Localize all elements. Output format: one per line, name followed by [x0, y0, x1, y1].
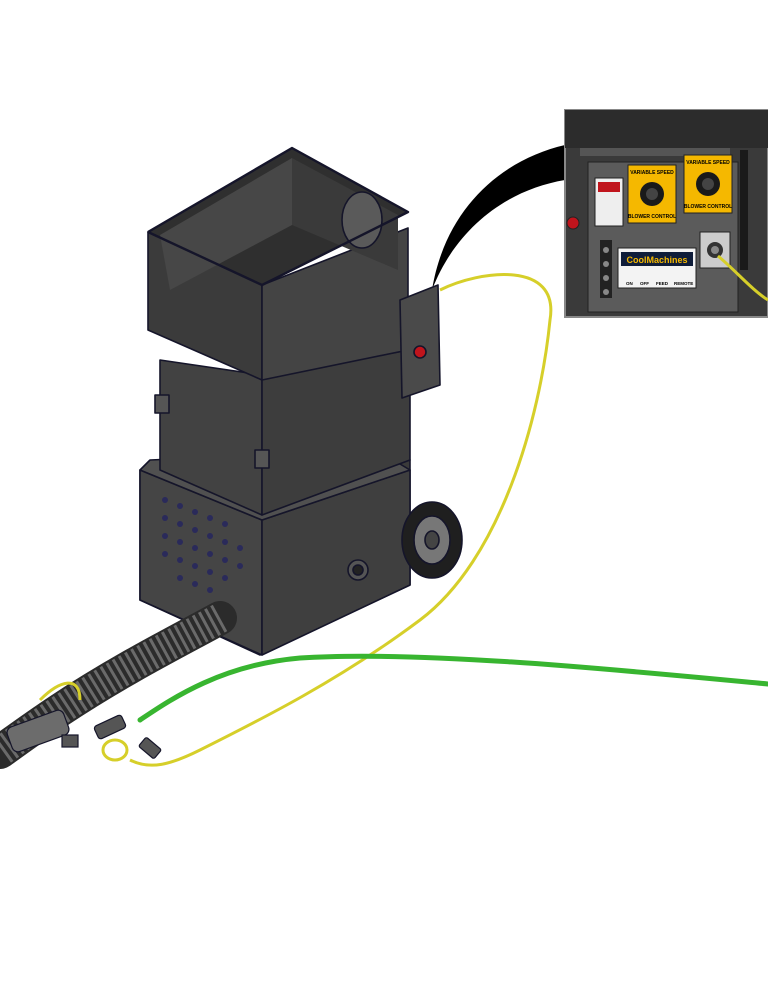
- callout-pointer: [432, 145, 565, 290]
- dial-1-bottom-label: BLOWER CONTROL: [628, 214, 676, 220]
- vent-grille: [162, 497, 243, 593]
- control-panel-inset: VARIABLE SPEED BLOWER CONTROL VARIABLE S…: [564, 109, 768, 318]
- switch-off-label: OFF: [640, 281, 649, 286]
- insulation-blower-icon: [139, 146, 463, 656]
- water-hose: [137, 653, 768, 723]
- switch-on-label: ON: [626, 281, 633, 286]
- wheel-icon: [401, 501, 463, 579]
- nozzle-assembly: [6, 709, 162, 759]
- remote-cable: [129, 273, 553, 767]
- switch-remote-label: REMOTE: [674, 281, 693, 286]
- dial-2-top-label: VARIABLE SPEED: [686, 160, 730, 166]
- dial-2-bottom-label: BLOWER CONTROL: [684, 204, 732, 210]
- dial-1-top-label: VARIABLE SPEED: [630, 170, 674, 176]
- switch-feed-label: FEED: [656, 281, 669, 286]
- brand-label: CoolMachines: [626, 255, 687, 265]
